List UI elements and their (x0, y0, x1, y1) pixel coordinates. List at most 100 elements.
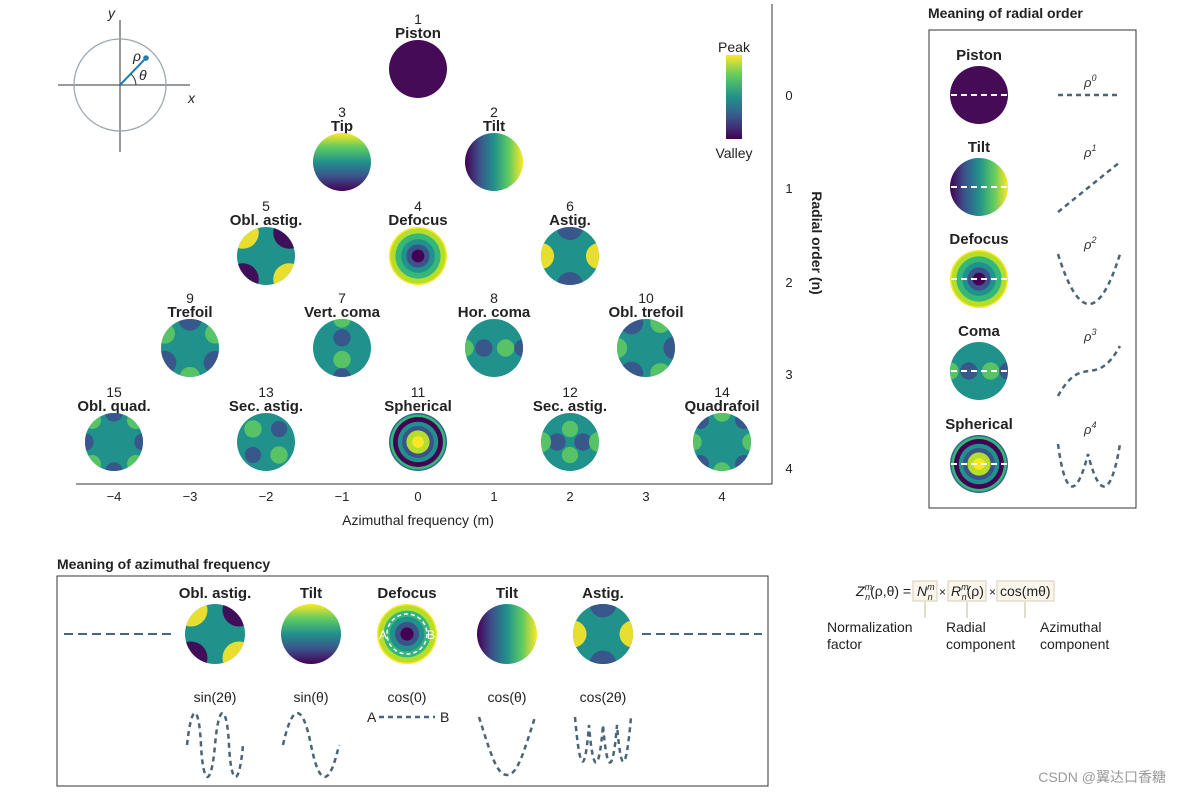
x-label: x (187, 90, 196, 106)
azimuthal-item-name: Obl. astig. (179, 585, 252, 602)
formula-z-sup: m (865, 582, 873, 592)
radial-label-1: Radial (946, 619, 986, 635)
mode-index: 5 (262, 198, 270, 214)
mode-name: Trefoil (167, 304, 212, 321)
coordinate-inset: y x ρ θ (58, 5, 196, 152)
radial-row-disc (950, 435, 1008, 493)
radial-row-disc (950, 250, 1008, 308)
azimuthal-func-label: sin(2θ) (194, 689, 237, 705)
mode-disc (313, 133, 371, 191)
radial-power-label: ρ2 (1083, 235, 1096, 252)
azimuthal-item-name: Tilt (496, 585, 518, 602)
formula-n-sup: m (927, 582, 935, 592)
rho-label: ρ (132, 48, 141, 64)
azimuthal-wave (573, 716, 633, 764)
mode-disc (541, 227, 599, 285)
mode-disc (161, 319, 219, 377)
radial-curve (1056, 253, 1122, 305)
y-axis-title: Radial order (n) (809, 191, 825, 294)
mode-disc (617, 319, 675, 377)
mode-index: 14 (714, 384, 730, 400)
formula-n-sub: n (928, 592, 933, 602)
azimuthal-item-name: Defocus (377, 585, 436, 602)
formula-args: (ρ,θ) = (870, 583, 911, 599)
radial-row-name: Coma (958, 323, 1000, 340)
mode-name: Sec. astig. (533, 398, 607, 415)
azimuthal-panel-title: Meaning of azimuthal frequency (57, 556, 270, 572)
azimuthal-func-label: cos(2θ) (580, 689, 627, 705)
azimuthal-item-disc (573, 604, 633, 664)
unit-circle (73, 38, 167, 132)
disc-point-a: A (379, 628, 387, 642)
mode-name: Spherical (384, 398, 452, 415)
mode-name: Piston (395, 25, 441, 42)
rho-point (143, 55, 149, 61)
azimuthal-item: Astig.cos(2θ) (573, 585, 633, 764)
mode-index: 12 (562, 384, 578, 400)
x-axis-title-text: Azimuthal frequency (m) (342, 512, 494, 528)
azimuthal-wave (477, 716, 537, 777)
formula-r-arg: (ρ) (967, 583, 984, 599)
mode-disc (85, 413, 143, 471)
radial-curve (1056, 345, 1122, 397)
azimuthal-func-label: sin(θ) (293, 689, 328, 705)
azimuthal-label-1: Azimuthal (1040, 619, 1101, 635)
formula-r-sup: m (961, 582, 969, 592)
azimuthal-label-2: component (1040, 636, 1109, 652)
x-tick: −2 (259, 489, 274, 504)
mode-disc (389, 227, 447, 285)
normalization-box (912, 580, 938, 602)
azimuthal-wave (185, 711, 245, 779)
theta-arc (130, 73, 137, 86)
radial-row: Coma ρ3 (950, 323, 1122, 400)
azimuthal-func-label: cos(θ) (488, 689, 527, 705)
radial-row-name: Tilt (968, 139, 990, 156)
radial-row-name: Piston (956, 47, 1002, 64)
mode-disc (389, 40, 447, 98)
mode-name: Tilt (483, 118, 505, 135)
sampling-circle (386, 613, 428, 655)
mode-index: 15 (106, 384, 122, 400)
x-tick: −3 (183, 489, 198, 504)
wave-point-a: A (367, 709, 377, 725)
watermark: CSDN @翼达口香糖 (1038, 769, 1166, 785)
y-tick: 1 (785, 181, 792, 196)
formula-r-letter: R (951, 583, 961, 599)
radial-power-label: ρ3 (1083, 327, 1096, 344)
colorbar-valley-label: Valley (715, 145, 752, 161)
x-axis-title: Azimuthal frequency (m) (342, 512, 494, 528)
formula-z-sub: n (865, 592, 870, 602)
mode-index: 3 (338, 104, 346, 120)
mode-name: Obl. astig. (230, 212, 303, 229)
x-tick: 4 (718, 489, 725, 504)
mode-name: Vert. coma (304, 304, 381, 321)
radial-row-name: Defocus (949, 231, 1008, 248)
azimuthal-item-disc (281, 604, 341, 664)
mode-index: 13 (258, 384, 274, 400)
azimuthal-item-disc (477, 604, 537, 664)
mode-name: Obl. trefoil (609, 304, 684, 321)
x-tick: −1 (335, 489, 350, 504)
mode-index: 10 (638, 290, 654, 306)
x-tick: 1 (490, 489, 497, 504)
radial-box (947, 580, 987, 602)
x-tick: 3 (642, 489, 649, 504)
colorbar-peak-label: Peak (718, 39, 751, 55)
mode-index: 4 (414, 198, 422, 214)
